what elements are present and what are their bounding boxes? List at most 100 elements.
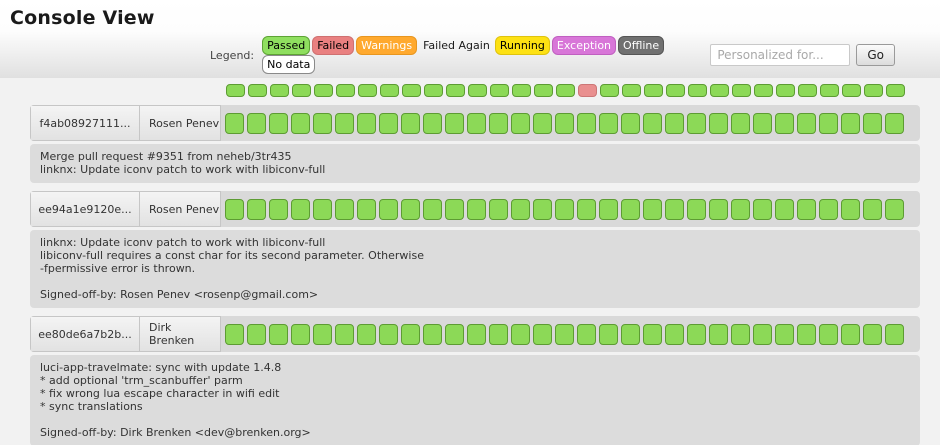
- build-status-box-passed[interactable]: [666, 84, 685, 97]
- build-status-box-passed[interactable]: [753, 198, 772, 220]
- build-status-box-passed[interactable]: [577, 198, 596, 220]
- build-status-box-passed[interactable]: [533, 112, 552, 134]
- build-status-box-passed[interactable]: [446, 84, 465, 97]
- build-status-box-passed[interactable]: [754, 84, 773, 97]
- build-status-box-passed[interactable]: [445, 323, 464, 345]
- build-status-box-passed[interactable]: [314, 84, 333, 97]
- build-status-box-passed[interactable]: [511, 198, 530, 220]
- build-status-box-passed[interactable]: [335, 112, 354, 134]
- build-status-box-passed[interactable]: [291, 198, 310, 220]
- commit-hash-link[interactable]: f4ab08927111...: [30, 105, 140, 141]
- build-status-box-passed[interactable]: [533, 198, 552, 220]
- build-status-box-passed[interactable]: [687, 112, 706, 134]
- build-status-box-passed[interactable]: [643, 198, 662, 220]
- build-status-box-passed[interactable]: [225, 112, 244, 134]
- commit-hash-link[interactable]: ee80de6a7b2b...: [30, 316, 140, 352]
- build-status-box-passed[interactable]: [335, 198, 354, 220]
- build-status-box-passed[interactable]: [467, 198, 486, 220]
- build-status-box-passed[interactable]: [489, 198, 508, 220]
- build-status-box-passed[interactable]: [776, 84, 795, 97]
- build-status-box-passed[interactable]: [775, 323, 794, 345]
- build-status-box-passed[interactable]: [313, 323, 332, 345]
- build-status-box-passed[interactable]: [292, 84, 311, 97]
- build-status-box-passed[interactable]: [753, 112, 772, 134]
- build-status-box-passed[interactable]: [753, 323, 772, 345]
- build-status-box-passed[interactable]: [842, 84, 861, 97]
- build-status-box-passed[interactable]: [819, 323, 838, 345]
- build-status-box-passed[interactable]: [665, 323, 684, 345]
- build-status-box-passed[interactable]: [577, 323, 596, 345]
- build-status-box-passed[interactable]: [335, 323, 354, 345]
- build-status-box-passed[interactable]: [665, 198, 684, 220]
- build-status-box-passed[interactable]: [621, 198, 640, 220]
- build-status-box-passed[interactable]: [467, 323, 486, 345]
- build-status-box-passed[interactable]: [226, 84, 245, 97]
- build-status-box-passed[interactable]: [445, 198, 464, 220]
- build-status-box-passed[interactable]: [797, 198, 816, 220]
- build-status-box-passed[interactable]: [247, 112, 266, 134]
- build-status-box-passed[interactable]: [577, 112, 596, 134]
- build-status-box-passed[interactable]: [489, 323, 508, 345]
- build-status-box-passed[interactable]: [709, 198, 728, 220]
- build-status-box-passed[interactable]: [401, 198, 420, 220]
- build-status-box-passed[interactable]: [732, 84, 751, 97]
- build-status-box-passed[interactable]: [225, 323, 244, 345]
- build-status-box-passed[interactable]: [467, 112, 486, 134]
- build-status-box-passed[interactable]: [468, 84, 487, 97]
- build-status-box-passed[interactable]: [665, 112, 684, 134]
- build-status-box-passed[interactable]: [490, 84, 509, 97]
- build-status-box-passed[interactable]: [269, 112, 288, 134]
- build-status-box-passed[interactable]: [556, 84, 575, 97]
- build-status-box-passed[interactable]: [269, 323, 288, 345]
- build-status-box-passed[interactable]: [643, 112, 662, 134]
- build-status-box-passed[interactable]: [555, 323, 574, 345]
- commit-hash-link[interactable]: ee94a1e9120e...: [30, 191, 140, 227]
- build-status-box-passed[interactable]: [599, 323, 618, 345]
- build-status-box-passed[interactable]: [819, 198, 838, 220]
- build-status-box-passed[interactable]: [886, 84, 905, 97]
- build-status-box-passed[interactable]: [248, 84, 267, 97]
- build-status-box-passed[interactable]: [511, 323, 530, 345]
- build-status-box-passed[interactable]: [621, 323, 640, 345]
- build-status-box-passed[interactable]: [864, 84, 883, 97]
- build-status-box-passed[interactable]: [423, 112, 442, 134]
- build-status-box-passed[interactable]: [687, 323, 706, 345]
- build-status-box-passed[interactable]: [423, 323, 442, 345]
- build-status-box-passed[interactable]: [710, 84, 729, 97]
- build-status-box-passed[interactable]: [643, 323, 662, 345]
- build-status-box-passed[interactable]: [401, 323, 420, 345]
- build-status-box-passed[interactable]: [600, 84, 619, 97]
- build-status-box-passed[interactable]: [358, 84, 377, 97]
- build-status-box-passed[interactable]: [644, 84, 663, 97]
- build-status-box-passed[interactable]: [863, 198, 882, 220]
- build-status-box-passed[interactable]: [534, 84, 553, 97]
- build-status-box-passed[interactable]: [379, 112, 398, 134]
- build-status-box-passed[interactable]: [775, 112, 794, 134]
- build-status-box-passed[interactable]: [379, 323, 398, 345]
- build-status-box-passed[interactable]: [709, 323, 728, 345]
- build-status-box-passed[interactable]: [555, 198, 574, 220]
- build-status-box-passed[interactable]: [357, 323, 376, 345]
- build-status-box-passed[interactable]: [336, 84, 355, 97]
- build-status-box-passed[interactable]: [622, 84, 641, 97]
- build-status-box-passed[interactable]: [841, 112, 860, 134]
- build-status-box-passed[interactable]: [599, 198, 618, 220]
- build-status-box-passed[interactable]: [291, 112, 310, 134]
- build-status-box-passed[interactable]: [445, 112, 464, 134]
- build-status-box-passed[interactable]: [841, 198, 860, 220]
- build-status-box-passed[interactable]: [731, 198, 750, 220]
- build-status-box-passed[interactable]: [709, 112, 728, 134]
- build-status-box-passed[interactable]: [423, 198, 442, 220]
- build-status-box-passed[interactable]: [489, 112, 508, 134]
- build-status-box-passed[interactable]: [885, 198, 904, 220]
- build-status-box-passed[interactable]: [512, 84, 531, 97]
- build-status-box-passed[interactable]: [621, 112, 640, 134]
- build-status-box-passed[interactable]: [269, 198, 288, 220]
- build-status-box-passed[interactable]: [797, 323, 816, 345]
- build-status-box-passed[interactable]: [820, 84, 839, 97]
- build-status-box-passed[interactable]: [380, 84, 399, 97]
- build-status-box-passed[interactable]: [379, 198, 398, 220]
- build-status-box-passed[interactable]: [402, 84, 421, 97]
- build-status-box-passed[interactable]: [424, 84, 443, 97]
- build-status-box-passed[interactable]: [291, 323, 310, 345]
